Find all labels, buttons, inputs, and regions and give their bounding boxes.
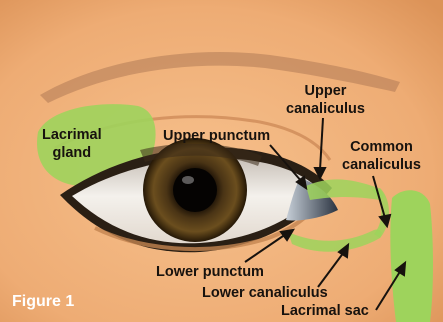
- figure-label: Figure 1: [12, 293, 74, 311]
- label-common-canaliculus: Common canaliculus: [342, 138, 421, 174]
- label-lower-canaliculus: Lower canaliculus: [202, 284, 328, 302]
- label-lacrimal-gland: Lacrimal gland: [42, 126, 102, 162]
- label-upper-canaliculus: Upper canaliculus: [286, 82, 365, 118]
- label-upper-punctum: Upper punctum: [163, 127, 270, 145]
- pupil: [173, 168, 217, 212]
- label-lacrimal-sac: Lacrimal sac: [281, 302, 369, 320]
- label-lower-punctum: Lower punctum: [156, 263, 264, 281]
- pupil-highlight: [182, 176, 194, 184]
- lacrimal-sac-shape: [390, 190, 433, 322]
